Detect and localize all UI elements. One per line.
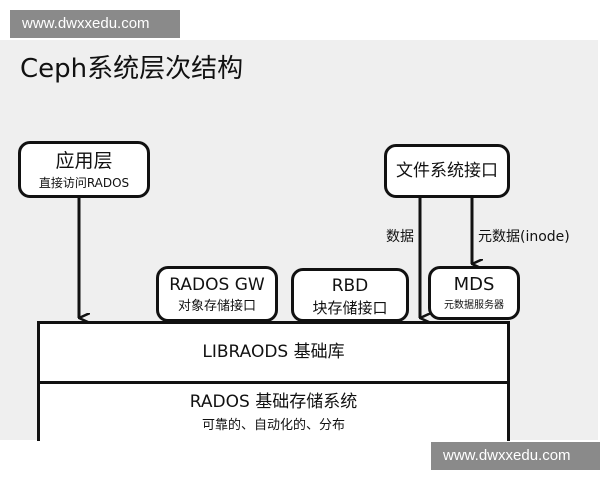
rados-gw-box: RADOS GW 对象存储接口: [156, 266, 278, 322]
watermark-bottom: www.dwxxedu.com: [431, 442, 600, 470]
fs-interface-box: 文件系统接口: [384, 144, 510, 198]
app-layer-sub: 直接访问RADOS: [38, 176, 130, 190]
app-layer-label: 应用层: [55, 150, 113, 172]
rados-sub: 可靠的、自动化的、分布: [201, 418, 345, 433]
rados-label: RADOS 基础存储系统: [189, 392, 358, 412]
rados-layer: RADOS 基础存储系统 可靠的、自动化的、分布: [37, 381, 510, 441]
fs-interface-label: 文件系统接口: [396, 161, 498, 181]
watermark-top: www.dwxxedu.com: [10, 10, 180, 38]
diagram-title: Ceph系统层次结构: [20, 54, 244, 84]
rbd-box: RBD 块存储接口: [291, 268, 409, 322]
rados-gw-sub: 对象存储接口: [177, 299, 256, 314]
rados-gw-label: RADOS GW: [169, 275, 265, 295]
libraods-layer: LIBRAODS 基础库: [37, 321, 510, 383]
metadata-edge-label: 元数据(inode): [478, 229, 570, 245]
rbd-label: RBD: [331, 276, 369, 296]
mds-sub: 元数据服务器: [444, 300, 504, 311]
app-layer-box: 应用层 直接访问RADOS: [18, 141, 150, 198]
rbd-sub: 块存储接口: [312, 299, 388, 317]
libraods-label: LIBRAODS 基础库: [202, 342, 345, 362]
mds-label: MDS: [453, 274, 495, 295]
data-edge-label: 数据: [386, 229, 414, 245]
